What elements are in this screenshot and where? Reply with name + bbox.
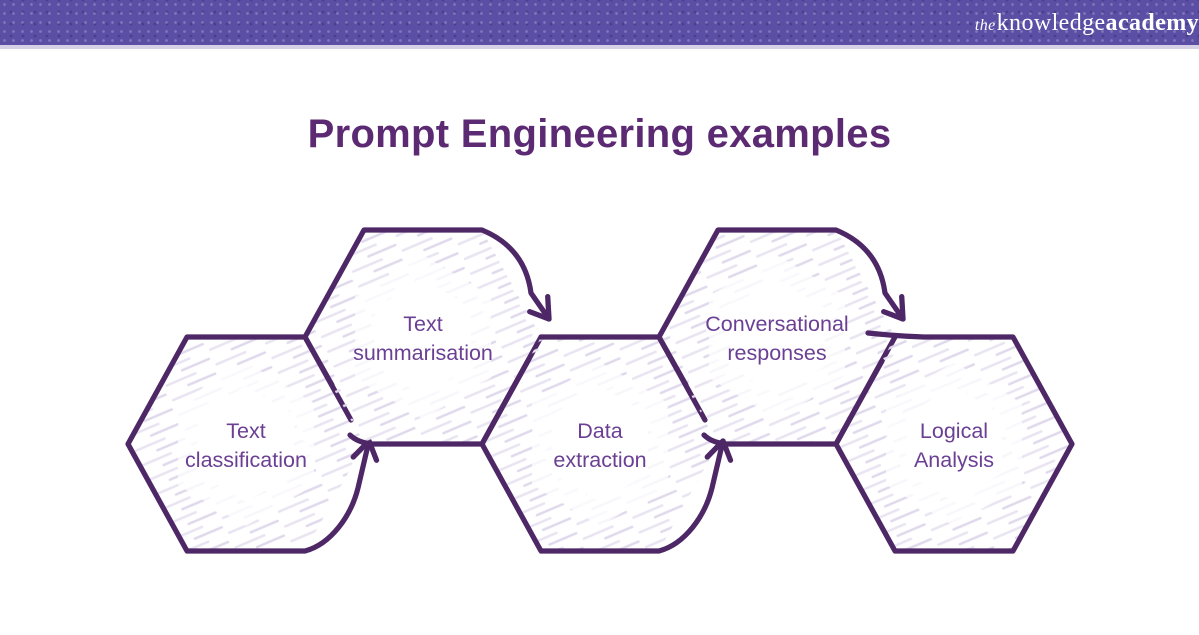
text-summarisation-outline-edge-2 [347,334,544,447]
text-summarisation-outline-flow-arrow [302,227,552,340]
brand-logo-academy: academy [1105,9,1199,36]
conversational-responses-outline-edge-2 [701,334,898,447]
text-summarisation-outline-edge-1 [302,334,335,388]
conversational-responses-inner-core [729,279,825,395]
header-bar: theknowledgeacademy [0,0,1199,49]
text-summarisation-inner-core [375,279,471,395]
conversational-responses-outline-edge-1 [656,334,689,388]
data-extraction-outline-flow-arrow [479,334,723,554]
text-classification-outline-flow-arrow [125,334,380,554]
conversational-responses-outline-flow-arrow [656,227,906,340]
brand-logo-the: the [974,16,996,34]
brand-logo-knowledge: knowledge [996,9,1106,36]
data-extraction-inner-core [552,386,648,502]
logical-analysis-inner-core [906,386,1002,502]
page-title: Prompt Engineering examples [307,112,892,156]
text-classification-inner-core [198,386,294,502]
brand-logo: theknowledgeacademy [975,11,1199,35]
logical-analysis-outline-edge-0 [833,330,1075,554]
